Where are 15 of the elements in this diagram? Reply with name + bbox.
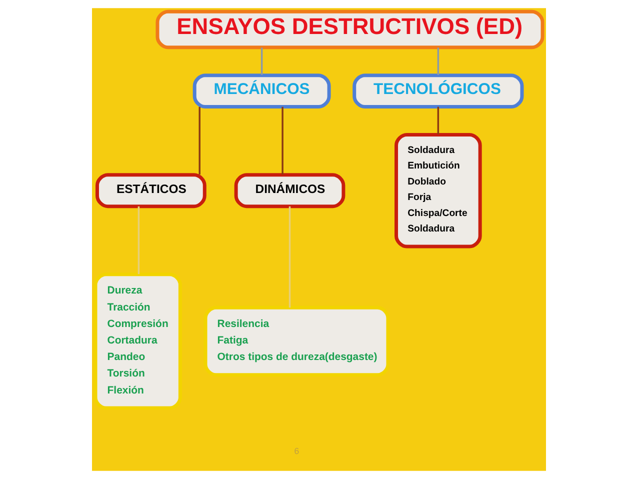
node-box: TECNOLÓGICOS <box>352 74 524 109</box>
connector <box>437 48 440 75</box>
connector <box>198 106 200 175</box>
connector <box>282 106 284 175</box>
connector <box>437 106 440 134</box>
node-box: Soldadura Embutición Doblado Forja Chispa/Corte Soldadura <box>394 132 482 248</box>
node-box: Dureza Tracción Compresión Cortadura Pandeo Torsión Flexión <box>94 272 182 410</box>
node-box: Resilencia Fatiga Otros tipos de dureza(desgaste) <box>204 306 390 377</box>
node-box: ENSAYOS DESTRUCTIVOS (ED) <box>156 10 544 50</box>
node-box: MECÁNICOS <box>192 74 331 109</box>
connector <box>288 206 291 308</box>
connector <box>260 48 263 75</box>
node-box: ESTÁTICOS <box>96 173 206 208</box>
node-box: DINÁMICOS <box>234 173 346 208</box>
connector <box>138 206 140 274</box>
